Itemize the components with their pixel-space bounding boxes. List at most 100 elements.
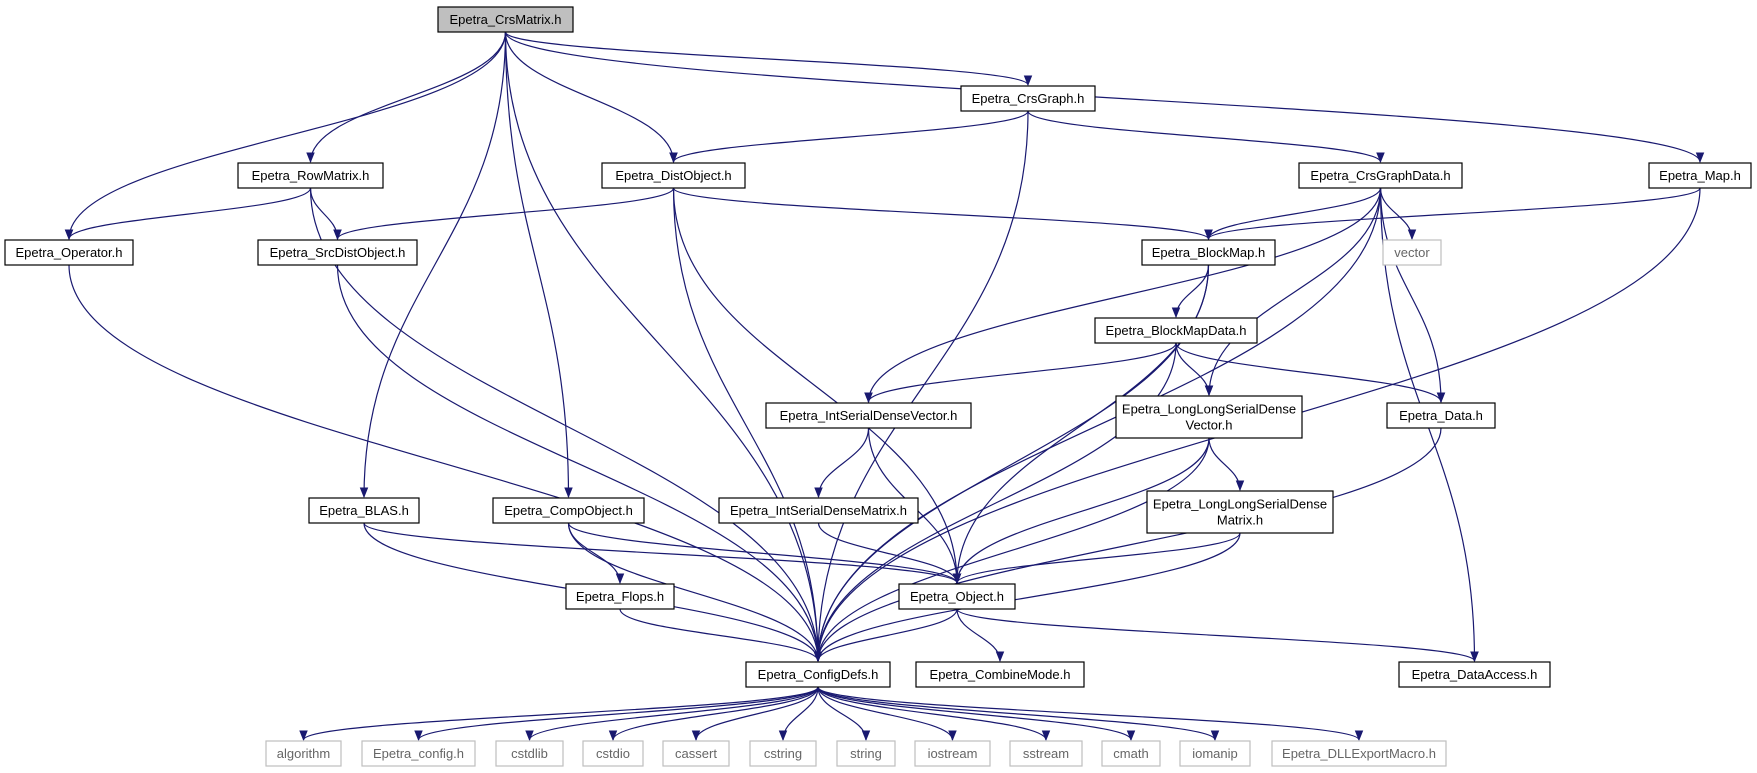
edge-n4-n13 (1379, 187, 1446, 404)
graph-node-n21[interactable]: Epetra_CombineMode.h (915, 661, 1085, 688)
edge-n6-n20 (68, 264, 823, 663)
edge-n2-n6 (64, 187, 312, 241)
node-box (1141, 239, 1276, 266)
node-box (582, 740, 644, 767)
graph-node-n14[interactable]: Epetra_BLAS.h (308, 497, 420, 524)
edge-n4-n12 (1204, 187, 1382, 397)
graph-node-n28[interactable]: cstring (749, 740, 817, 767)
node-box (565, 583, 675, 610)
edge-n12-n19 (952, 437, 1210, 585)
graph-node-n10[interactable]: Epetra_BlockMapData.h (1094, 317, 1258, 344)
node-box (765, 402, 972, 429)
graph-node-n15[interactable]: Epetra_CompObject.h (492, 497, 645, 524)
graph-node-n26[interactable]: cstdio (582, 740, 644, 767)
graph-node-n8[interactable]: Epetra_BlockMap.h (1141, 239, 1276, 266)
edge-n4-n9 (1379, 187, 1417, 241)
graph-node-n22[interactable]: Epetra_DataAccess.h (1398, 661, 1551, 688)
graph-node-n33[interactable]: iomanip (1179, 740, 1251, 767)
graph-node-n13[interactable]: Epetra_Data.h (1386, 402, 1496, 429)
edge-n0-n15 (504, 31, 573, 499)
edge-n3-n19 (672, 187, 962, 585)
graph-node-n3[interactable]: Epetra_DistObject.h (601, 162, 746, 189)
graph-node-n5[interactable]: Epetra_Map.h (1648, 162, 1752, 189)
node-label: algorithm (277, 746, 330, 761)
node-label: iostream (928, 746, 978, 761)
node-box (495, 740, 564, 767)
node-label: Epetra_IntSerialDenseVector.h (780, 408, 958, 423)
edge-n20-n31 (817, 686, 1051, 742)
edge-n0-n3 (504, 31, 678, 164)
node-box (914, 740, 991, 767)
graph-node-n4[interactable]: Epetra_CrsGraphData.h (1298, 162, 1463, 189)
node-label: iomanip (1192, 746, 1238, 761)
graph-node-n0[interactable]: Epetra_CrsMatrix.h (437, 6, 574, 33)
edge-n20-n23 (299, 686, 819, 742)
graph-node-n25[interactable]: cstdlib (495, 740, 564, 767)
graph-node-n30[interactable]: iostream (914, 740, 991, 767)
edge-n20-n29 (817, 686, 871, 742)
edge-n1-n4 (1027, 110, 1385, 164)
graph-node-n23[interactable]: algorithm (265, 740, 342, 767)
node-label: Epetra_CrsMatrix.h (450, 12, 562, 27)
graph-node-n7[interactable]: Epetra_SrcDistObject.h (257, 239, 418, 266)
node-box (745, 661, 891, 688)
edge-n20-n28 (778, 686, 819, 742)
edge-n15-n19 (567, 522, 962, 585)
graph-node-n1[interactable]: Epetra_CrsGraph.h (960, 85, 1096, 112)
graph-node-n16[interactable]: Epetra_IntSerialDenseMatrix.h (718, 497, 919, 524)
edge-n20-n27 (691, 686, 819, 742)
node-label: Epetra_Map.h (1659, 168, 1741, 183)
node-box (1398, 661, 1551, 688)
edge-n15-n18 (567, 522, 625, 585)
edge-n0-n14 (359, 31, 507, 499)
edge-n8-n10 (1171, 264, 1210, 319)
node-box (492, 497, 645, 524)
edge-n7-n20 (336, 264, 823, 663)
node-label: cmath (1113, 746, 1148, 761)
graph-node-n27[interactable]: cassert (662, 740, 730, 767)
node-box (1382, 239, 1442, 266)
graph-node-n18[interactable]: Epetra_Flops.h (565, 583, 675, 610)
node-label: sstream (1023, 746, 1069, 761)
node-box (1298, 162, 1463, 189)
node-label: Epetra_SrcDistObject.h (270, 245, 406, 260)
graph-node-n2[interactable]: Epetra_RowMatrix.h (237, 162, 384, 189)
node-box (836, 740, 896, 767)
edge-n0-n1 (504, 31, 1033, 87)
node-box (1115, 395, 1303, 439)
graph-node-n6[interactable]: Epetra_Operator.h (4, 239, 134, 266)
node-label: Epetra_DistObject.h (615, 168, 731, 183)
graph-node-n9[interactable]: vector (1382, 239, 1442, 266)
node-label: Epetra_CompObject.h (504, 503, 633, 518)
edge-n3-n8 (672, 187, 1213, 241)
node-label: cassert (675, 746, 717, 761)
node-label: Epetra_IntSerialDenseMatrix.h (730, 503, 907, 518)
edge-n20-n24 (414, 686, 819, 742)
node-box (1101, 740, 1161, 767)
node-box (1179, 740, 1251, 767)
node-box (361, 740, 476, 767)
graph-node-n32[interactable]: cmath (1101, 740, 1161, 767)
graph-node-n29[interactable]: string (836, 740, 896, 767)
edge-n0-n6 (64, 31, 507, 241)
node-label: cstring (764, 746, 802, 761)
node-box (601, 162, 746, 189)
node-box (257, 239, 418, 266)
edge-n18-n20 (619, 608, 823, 663)
graph-node-n19[interactable]: Epetra_Object.h (898, 583, 1016, 610)
edge-n0-n2 (306, 31, 507, 164)
graph-node-n31[interactable]: sstream (1009, 740, 1083, 767)
node-box (1094, 317, 1258, 344)
edge-n2-n20 (309, 187, 823, 663)
edge-n3-n7 (333, 187, 675, 241)
graph-node-n24[interactable]: Epetra_config.h (361, 740, 476, 767)
node-label: Epetra_RowMatrix.h (252, 168, 370, 183)
graph-node-n11[interactable]: Epetra_IntSerialDenseVector.h (765, 402, 972, 429)
node-box (237, 162, 384, 189)
graph-node-n20[interactable]: Epetra_ConfigDefs.h (745, 661, 891, 688)
edge-n1-n20 (813, 110, 1029, 663)
graph-node-n34[interactable]: Epetra_DLLExportMacro.h (1271, 740, 1447, 767)
